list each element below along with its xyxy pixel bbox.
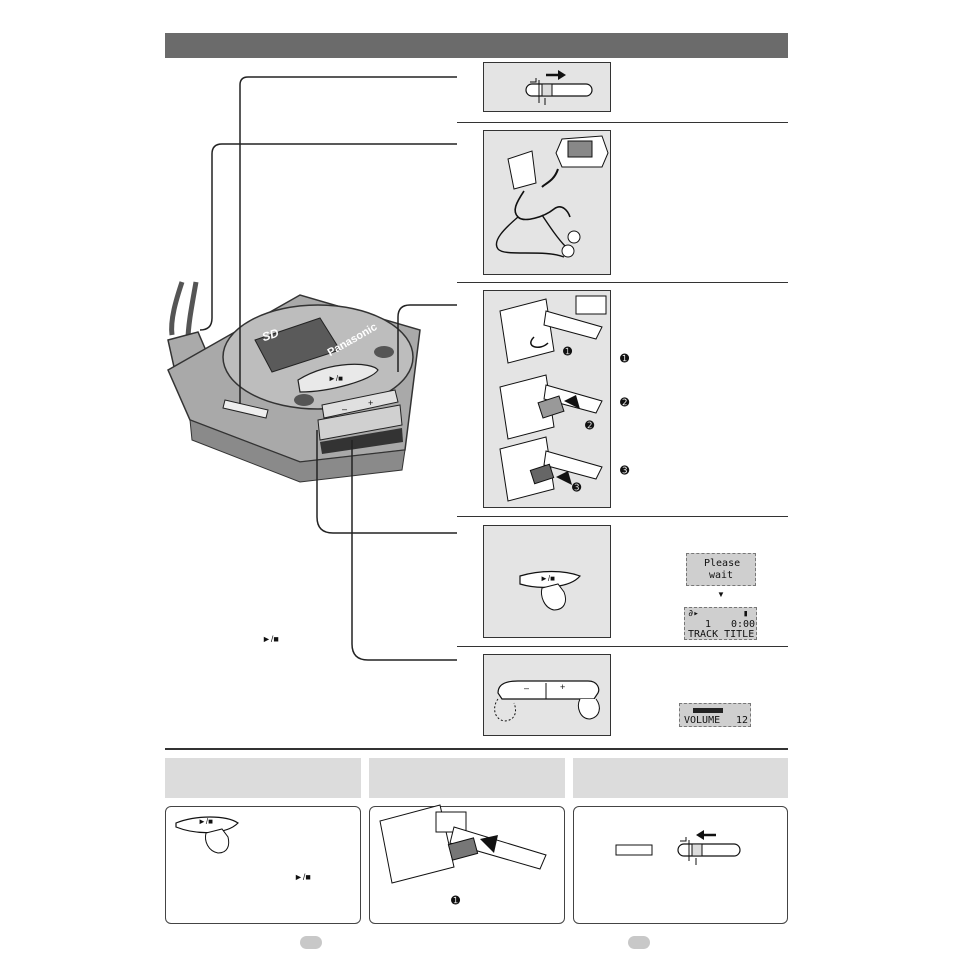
sd-step-3-side-marker: ➌ xyxy=(620,464,630,477)
bottom-remove-card-marker: ➊ xyxy=(451,894,461,907)
lcd-track-time: 0:00 xyxy=(731,619,756,630)
lcd-track-battery: ▮ xyxy=(743,609,749,619)
bottom-box-hold xyxy=(573,806,788,924)
lcd-track-title: TRACK TITLE xyxy=(688,629,755,640)
lcd-volume-label: VOLUME xyxy=(684,715,721,726)
panel-sd-card xyxy=(483,290,611,508)
sd-step-2-marker: ➋ xyxy=(585,419,595,432)
page-number-left xyxy=(300,936,322,949)
page-number-right xyxy=(628,936,650,949)
lcd-wait-line1: Please xyxy=(704,558,741,569)
device-volume-plus[interactable]: + xyxy=(368,398,374,408)
panel-play: ►/■ xyxy=(483,525,611,638)
lcd-volume-bar xyxy=(693,708,723,713)
panel-headphones xyxy=(483,130,611,275)
bottom-box-stop: ►/■ ►/■ xyxy=(165,806,361,924)
panel-hold-switch xyxy=(483,62,611,112)
lcd-transition-arrow: ▼ xyxy=(717,590,725,599)
sd-step-3-marker: ➌ xyxy=(572,481,582,494)
lcd-volume: VOLUME 12 xyxy=(679,703,751,727)
section-header-bar xyxy=(165,33,788,58)
rule-4 xyxy=(457,646,788,647)
rule-bottom-separator xyxy=(165,748,788,750)
play-panel-button-symbol[interactable]: ►/■ xyxy=(540,574,555,583)
lcd-track-icons: ∂▸ xyxy=(688,609,699,619)
play-stop-callout-symbol: ►/■ xyxy=(262,634,279,644)
lcd-track-number: 1 xyxy=(705,619,712,630)
lcd-please-wait: Please wait xyxy=(686,553,756,586)
sd-step-2-side-marker: ➋ xyxy=(620,396,630,409)
volume-minus-button[interactable]: – xyxy=(524,683,530,693)
bottom-box-remove-card: ➊ xyxy=(369,804,565,924)
device-brand: Panasonic xyxy=(325,321,380,359)
device-volume-minus[interactable]: – xyxy=(342,404,348,414)
rule-3 xyxy=(457,516,788,517)
bottom-header-stop xyxy=(165,758,361,798)
sd-step-1-side-marker: ➊ xyxy=(620,352,630,365)
lcd-volume-value: 12 xyxy=(736,715,749,726)
bottom-header-hold xyxy=(573,758,788,798)
panel-volume: – + xyxy=(483,654,611,736)
volume-plus-button[interactable]: + xyxy=(560,682,566,692)
device-logo: SD xyxy=(260,325,281,345)
device-play-stop-button[interactable]: ►/■ xyxy=(328,374,343,383)
rule-1 xyxy=(457,122,788,123)
bottom-stop-button-symbol[interactable]: ►/■ xyxy=(198,817,213,826)
rule-2 xyxy=(457,282,788,283)
bottom-header-remove-card xyxy=(369,758,565,798)
bottom-play-stop-text-symbol: ►/■ xyxy=(294,872,311,882)
lcd-wait-line2: wait xyxy=(709,570,734,581)
sd-step-1-marker: ➊ xyxy=(563,345,573,358)
lcd-track-display: ∂▸ ▮ 1 0:00 TRACK TITLE xyxy=(684,607,757,640)
